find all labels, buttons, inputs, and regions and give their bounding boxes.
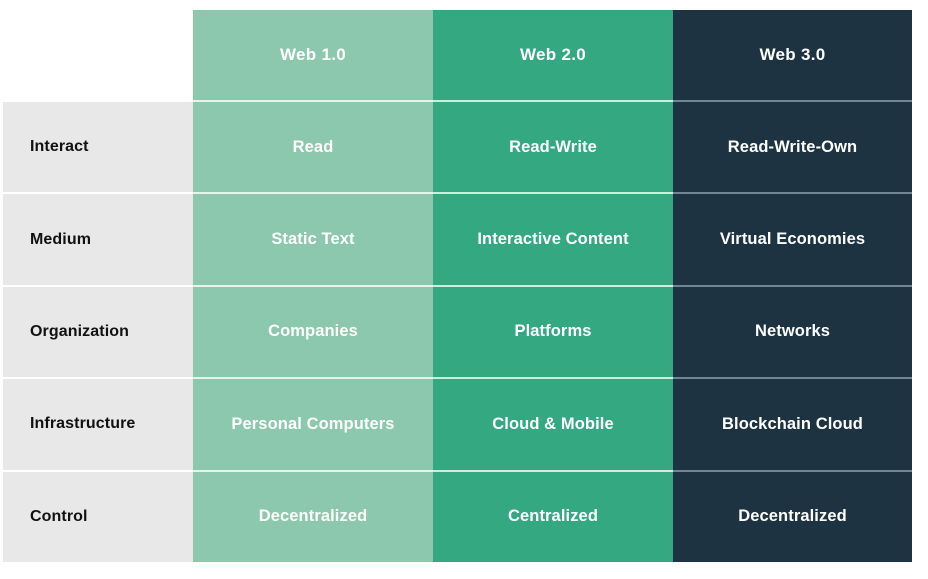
cell-control-web2: Centralized [433, 469, 673, 562]
cell-medium-web3: Virtual Economies [673, 192, 912, 285]
column-header-web3: Web 3.0 [673, 10, 912, 100]
column-header-web2: Web 2.0 [433, 10, 673, 100]
row-label-medium: Medium [3, 192, 193, 285]
cell-organization-web2: Platforms [433, 284, 673, 378]
web-evolution-comparison-table: Web 1.0 Web 2.0 Web 3.0 Interact Read Re… [3, 10, 912, 562]
cell-control-web1: Decentralized [193, 469, 433, 562]
cell-control-web3: Decentralized [673, 469, 912, 562]
row-label-organization: Organization [3, 284, 193, 378]
cell-interact-web1: Read [193, 100, 433, 193]
cell-infrastructure-web2: Cloud & Mobile [433, 377, 673, 470]
cell-interact-web2: Read-Write [433, 100, 673, 193]
table-corner-cell [3, 10, 193, 100]
cell-infrastructure-web3: Blockchain Cloud [673, 377, 912, 470]
column-header-web1: Web 1.0 [193, 10, 433, 100]
cell-organization-web1: Companies [193, 284, 433, 378]
row-label-infrastructure: Infrastructure [3, 377, 193, 470]
cell-medium-web2: Interactive Content [433, 192, 673, 285]
row-label-control: Control [3, 469, 193, 562]
row-label-interact: Interact [3, 100, 193, 193]
cell-organization-web3: Networks [673, 284, 912, 378]
cell-infrastructure-web1: Personal Computers [193, 377, 433, 470]
cell-interact-web3: Read-Write-Own [673, 100, 912, 193]
cell-medium-web1: Static Text [193, 192, 433, 285]
